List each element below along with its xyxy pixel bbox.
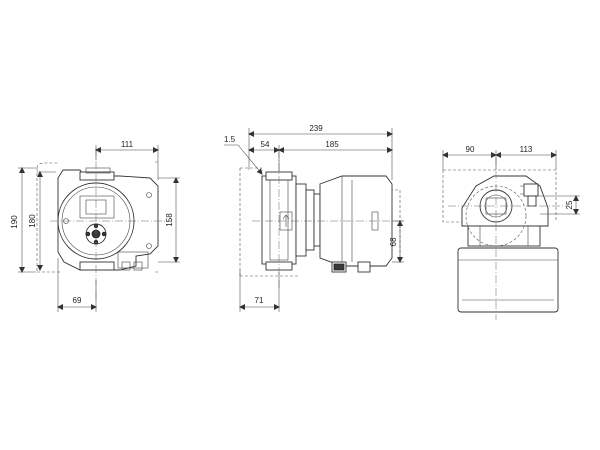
top-dim-113: 113 (520, 145, 533, 154)
side-dim-68: 68 (389, 237, 398, 246)
side-dim-1-5: 1.5 (224, 135, 236, 144)
top-dim-90: 90 (466, 145, 475, 154)
front-dim-180: 180 (28, 214, 37, 228)
side-dim-71: 71 (255, 296, 264, 305)
front-view: 111 190 180 158 69 (10, 140, 180, 312)
front-dim-111: 111 (121, 140, 134, 149)
front-dim-69: 69 (73, 296, 82, 305)
side-view: 239 54 185 1.5 71 68 (224, 124, 404, 312)
top-dim-25: 25 (565, 200, 574, 209)
top-view: 90 113 25 (442, 145, 580, 320)
side-dim-239: 239 (309, 124, 323, 133)
side-dim-54: 54 (261, 140, 270, 149)
front-dim-158: 158 (165, 213, 174, 227)
front-dim-190: 190 (10, 215, 19, 229)
side-dim-185: 185 (325, 140, 339, 149)
